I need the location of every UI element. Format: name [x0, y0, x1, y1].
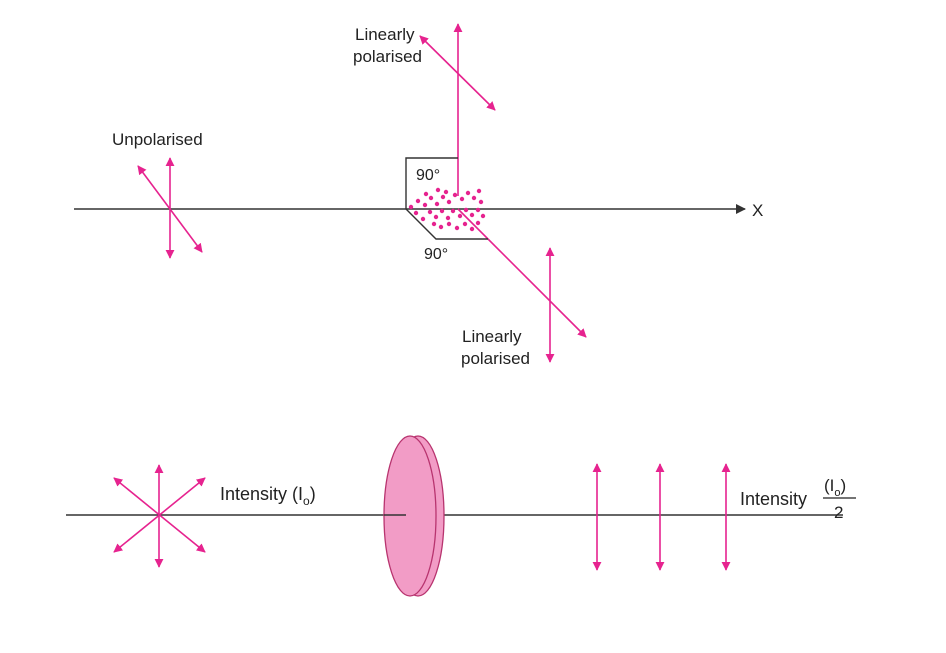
- intensity-out-label: Intensity (Io) 2: [740, 476, 856, 522]
- angle-box-top: [405, 157, 458, 209]
- unpolarised-arrows: [137, 157, 203, 259]
- intensity-out-num-sub: o: [834, 487, 840, 499]
- bottom-linear-label-line1: Linearly: [462, 327, 522, 346]
- star-diagonal-arrow-2: [113, 477, 206, 553]
- intensity-out-prefix: Intensity: [740, 489, 807, 509]
- angle-bottom-label: 90°: [424, 246, 448, 263]
- unpolarised-label: Unpolarised: [112, 130, 203, 149]
- intensity-out-numerator: (Io): [824, 476, 846, 499]
- diagonal-arrow: [137, 165, 203, 253]
- intensity-in-sub: o: [303, 494, 310, 508]
- scatterer-dots: [408, 187, 486, 232]
- angle-box-bottom: [405, 208, 488, 240]
- top-linear-label-line1: Linearly: [355, 25, 415, 44]
- polaroid-diagram: Intensity (Io) Intensity (Io) 2: [66, 435, 856, 597]
- intensity-in-suffix: ): [310, 484, 316, 504]
- disc-face: [383, 435, 437, 597]
- x-axis-label: X: [752, 201, 763, 220]
- bottom-linear-label-line2: polarised: [461, 349, 530, 368]
- scattering-diagram: X Unpolarised Linearly polarised Linearl…: [74, 23, 763, 368]
- intensity-out-num-close: ): [841, 476, 847, 495]
- unpolarised-star-arrows: [113, 464, 206, 568]
- intensity-out-num: (I: [824, 476, 834, 495]
- scattered-ray-diagonal: [457, 208, 587, 338]
- angle-top-label: 90°: [416, 167, 440, 184]
- intensity-in-prefix: Intensity (I: [220, 484, 303, 504]
- top-linear-label-line2: polarised: [353, 47, 422, 66]
- polaroid-disc: [383, 435, 445, 597]
- polarised-output-arrows: [592, 463, 731, 571]
- intensity-in-label: Intensity (Io): [220, 484, 316, 508]
- top-polarisation-arrow: [419, 35, 496, 111]
- intensity-out-denominator: 2: [834, 503, 843, 522]
